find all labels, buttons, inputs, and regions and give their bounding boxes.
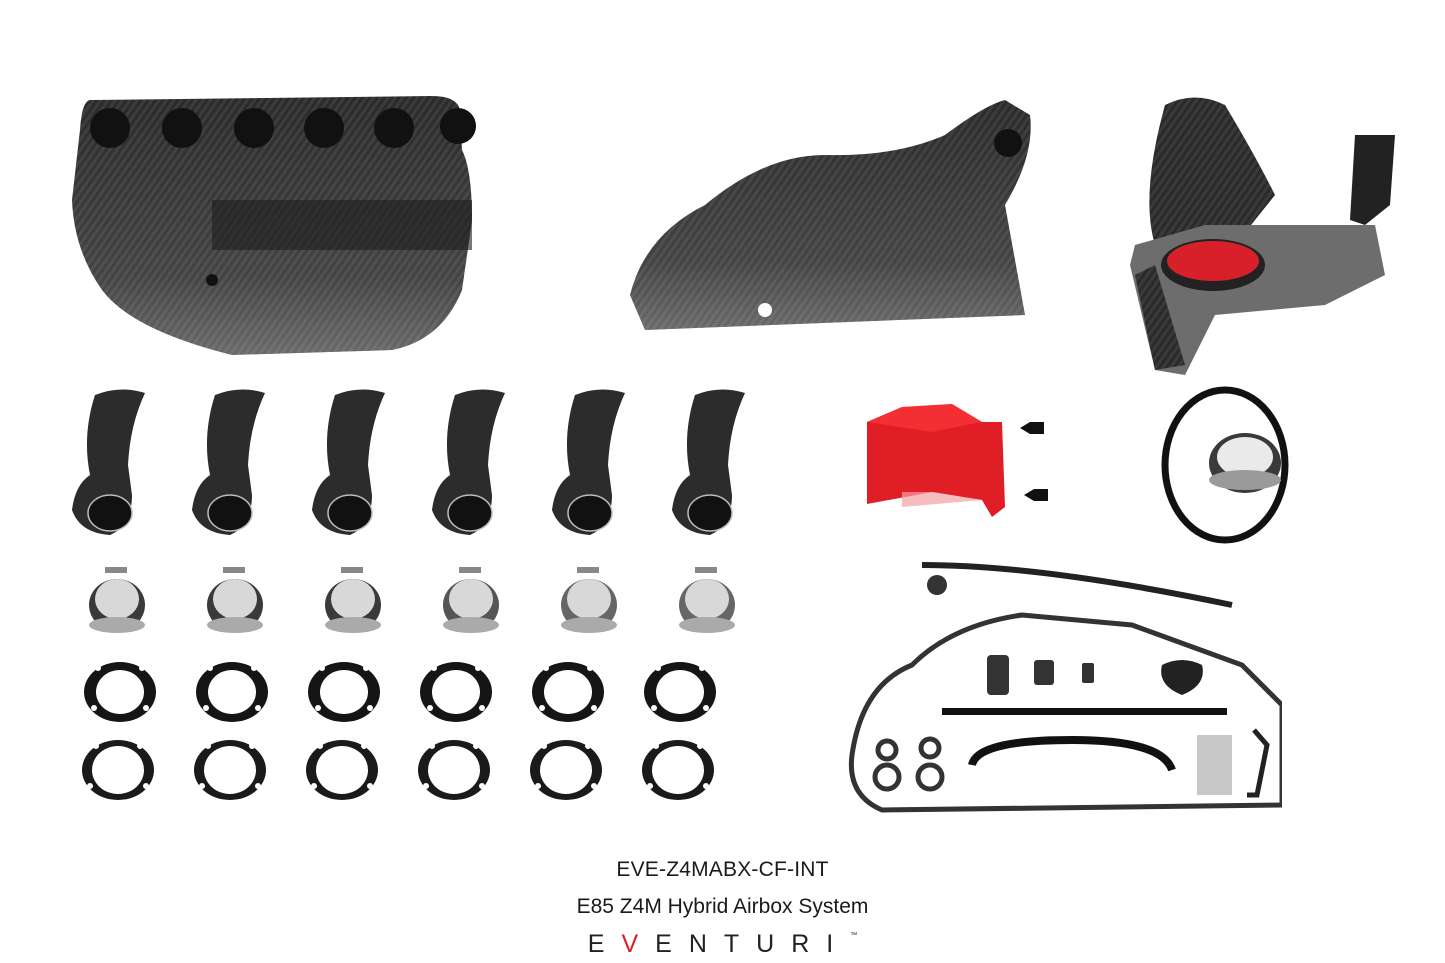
airbox-lid-image	[630, 100, 1031, 330]
coupler-image	[561, 567, 617, 633]
trumpet-image	[192, 389, 265, 535]
trumpets-row	[70, 385, 748, 535]
gaskets-row-1	[82, 660, 718, 724]
gasket-image	[420, 662, 492, 722]
intake-filter-image	[1130, 97, 1395, 375]
brand-logo: EVENTURI™	[0, 930, 1445, 959]
logo-accent-v: V	[621, 930, 656, 958]
product-sku: EVE-Z4MABX-CF-INT	[616, 858, 829, 881]
coupler-image	[325, 567, 381, 633]
gasket-image	[530, 740, 602, 800]
coupler-image	[679, 567, 735, 633]
gasket-image	[194, 740, 266, 800]
gasket-image	[308, 662, 380, 722]
trumpet-image	[552, 389, 625, 535]
red-heat-shield-image	[867, 404, 1012, 517]
coupler-image	[207, 567, 263, 633]
gasket-image	[196, 662, 268, 722]
trumpet-image	[432, 389, 505, 535]
gasket-image	[84, 662, 156, 722]
couplers-row	[85, 565, 739, 635]
gasket-image	[642, 740, 714, 800]
coupler-ring-gasket-image	[1161, 386, 1289, 544]
gasket-image	[644, 662, 716, 722]
gasket-image	[532, 662, 604, 722]
push-clip-icon	[1020, 422, 1044, 434]
push-clip-icon	[1024, 489, 1048, 501]
hardware-kit-image	[848, 562, 1282, 813]
logo-prefix: E	[587, 930, 622, 958]
gasket-image	[306, 740, 378, 800]
trademark-symbol: ™	[850, 932, 858, 939]
trumpet-image	[672, 389, 745, 535]
airbox-plenum-image	[72, 96, 476, 355]
coupler-image	[89, 567, 145, 633]
gasket-image	[418, 740, 490, 800]
trumpet-image	[312, 389, 385, 535]
gaskets-row-2	[80, 738, 716, 802]
gasket-image	[82, 740, 154, 800]
trumpet-image	[72, 389, 145, 535]
logo-suffix: ENTURI	[655, 930, 851, 958]
product-name: E85 Z4M Hybrid Airbox System	[576, 895, 869, 918]
coupler-image	[443, 567, 499, 633]
